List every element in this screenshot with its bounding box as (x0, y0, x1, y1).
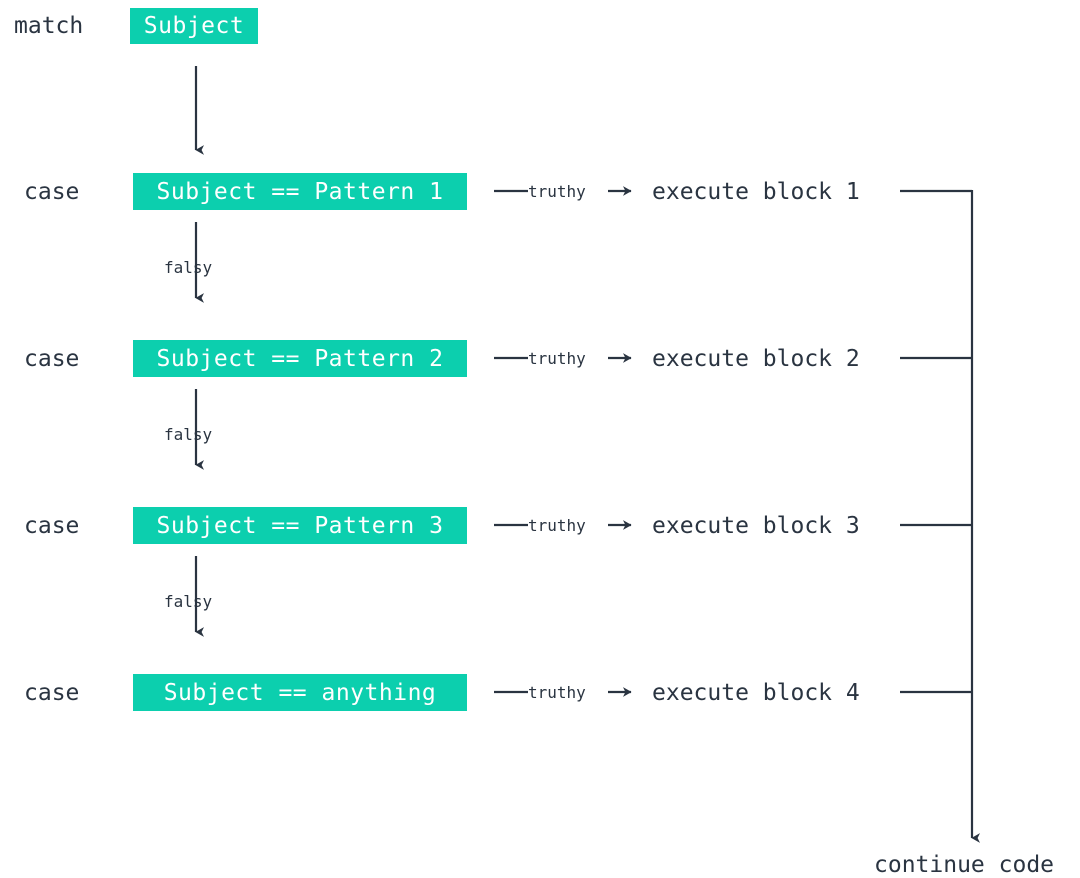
edge-label-truthy-1: truthy (528, 182, 586, 201)
continue-code-label: continue code (874, 852, 1055, 878)
keyword-case-4: case (24, 680, 80, 706)
edge-label-truthy-2: truthy (528, 349, 586, 368)
condition-box-4[interactable]: Subject == anything (133, 674, 467, 711)
subject-box[interactable]: Subject (130, 8, 258, 44)
condition-box-1[interactable]: Subject == Pattern 1 (133, 173, 467, 210)
edge-label-truthy-3: truthy (528, 516, 586, 535)
keyword-case-1: case (24, 179, 80, 205)
action-text-2: execute block 2 (652, 346, 860, 372)
edge-label-falsy-1: falsy (164, 258, 213, 277)
edge-label-falsy-2: falsy (164, 425, 213, 444)
keyword-case-2: case (24, 346, 80, 372)
action-text-1: execute block 1 (652, 179, 860, 205)
action-text-4: execute block 4 (652, 680, 860, 706)
condition-box-3[interactable]: Subject == Pattern 3 (133, 507, 467, 544)
action-text-3: execute block 3 (652, 513, 860, 539)
condition-box-2[interactable]: Subject == Pattern 2 (133, 340, 467, 377)
edge-label-falsy-3: falsy (164, 592, 213, 611)
edge-label-truthy-4: truthy (528, 683, 586, 702)
keyword-case-3: case (24, 513, 80, 539)
keyword-match: match (14, 13, 84, 39)
